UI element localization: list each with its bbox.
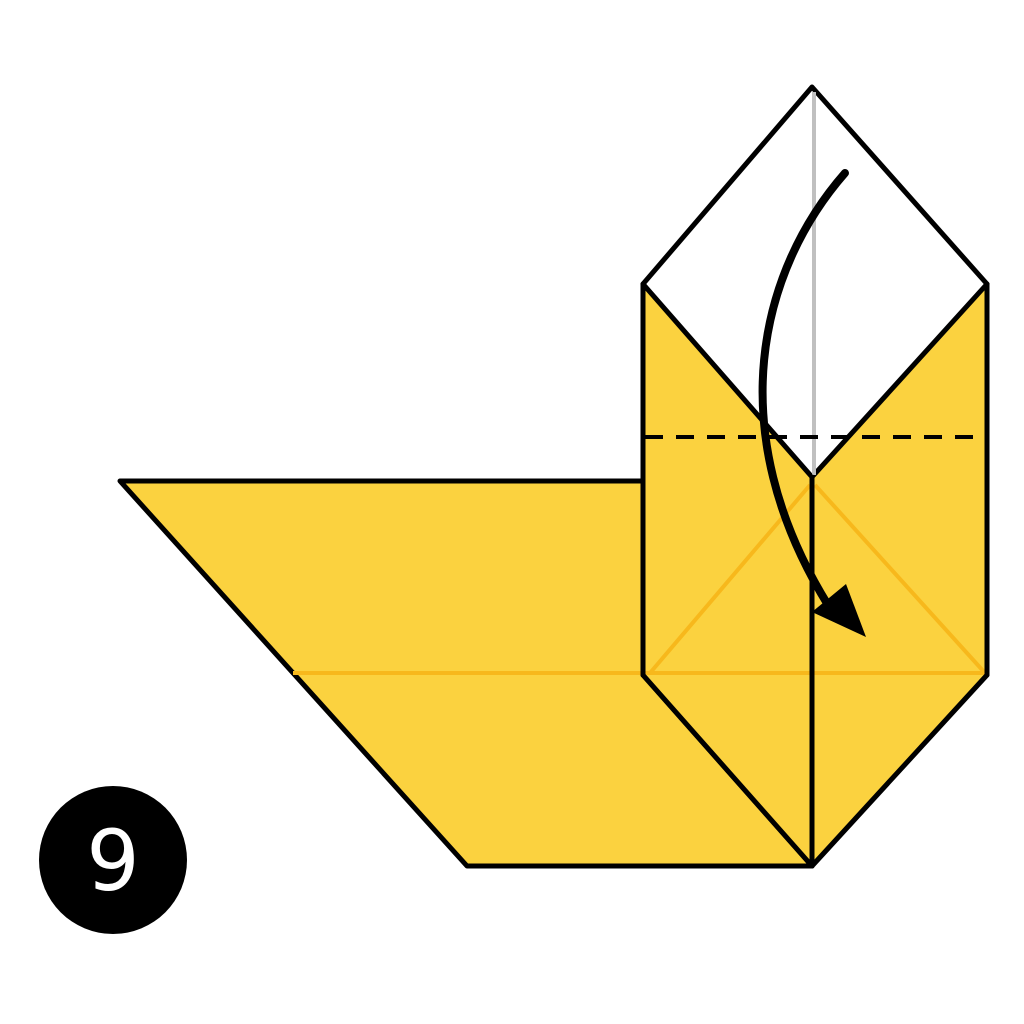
column-outline bbox=[640, 281, 990, 869]
step-number: 9 bbox=[86, 812, 139, 910]
step-badge-circle bbox=[39, 786, 187, 934]
step-badge: 9 bbox=[39, 786, 187, 934]
fold-arrow bbox=[758, 169, 866, 637]
column-bottom-left-edge bbox=[640, 672, 815, 869]
right-diagonal-crease bbox=[813, 483, 987, 675]
fold-arrow-head bbox=[812, 584, 866, 637]
fold-arrow-curve bbox=[758, 169, 849, 609]
column-bottom-right-edge bbox=[809, 672, 990, 869]
